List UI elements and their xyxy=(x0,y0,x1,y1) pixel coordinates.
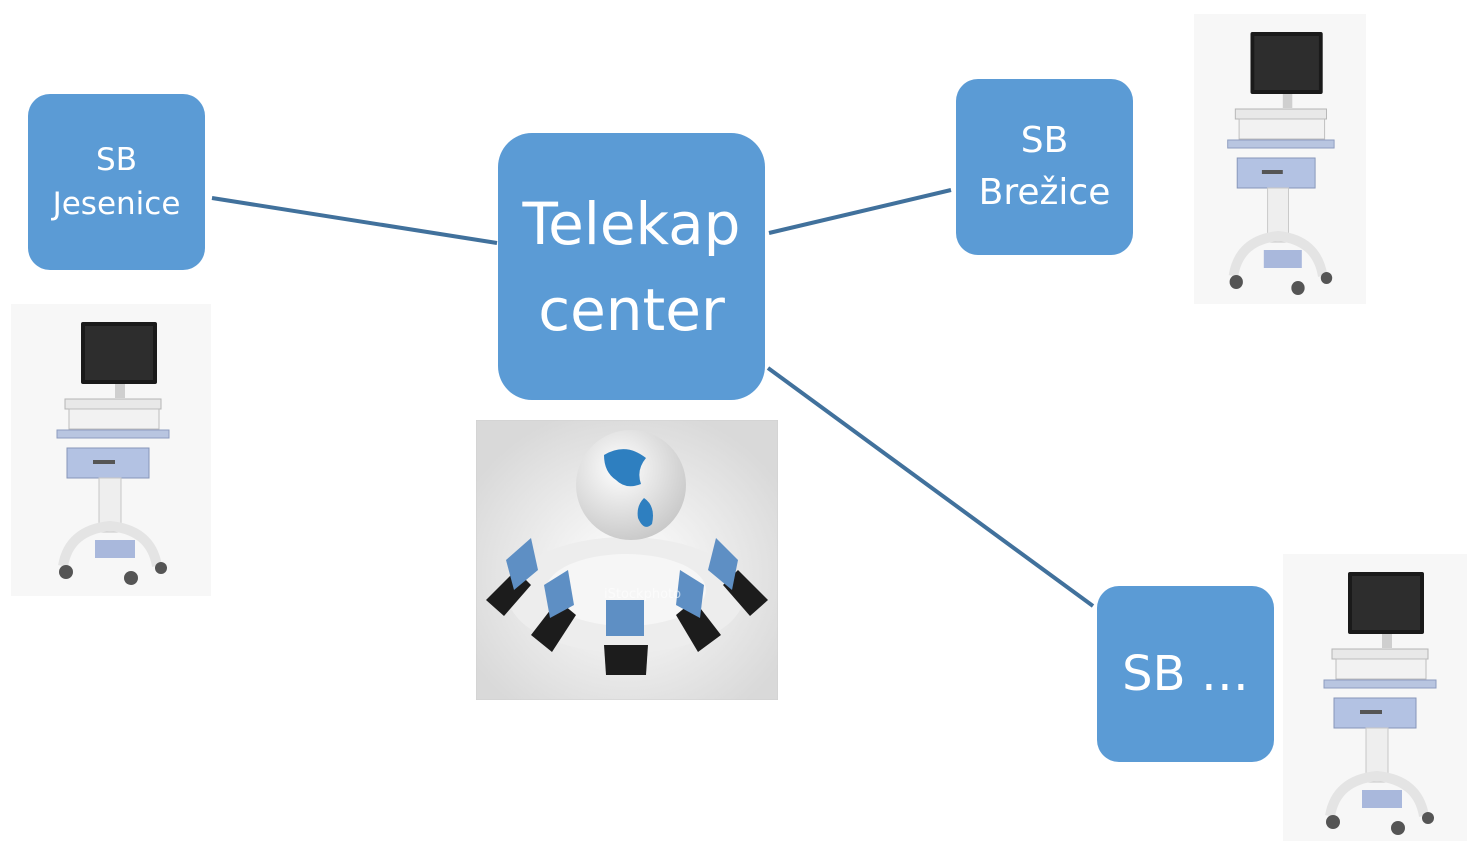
node-brezice-line1: SB xyxy=(1020,120,1069,161)
node-sb-brezice: SB Brežice xyxy=(956,79,1133,255)
node-brezice-line2: Brežice xyxy=(978,172,1111,213)
node-jesenice-line2: Jesenice xyxy=(52,186,181,222)
medical-cart-icon-top-right xyxy=(1194,14,1366,304)
connector-other xyxy=(766,366,1095,608)
node-other-label: SB … xyxy=(1122,646,1249,702)
node-center-line1: Telekap xyxy=(522,189,741,258)
globe-network-icon: iStockphoto xyxy=(476,420,778,700)
watermark-text: iStockphoto xyxy=(604,587,681,602)
medical-cart-icon-left xyxy=(11,304,211,596)
node-sb-jesenice: SB Jesenice xyxy=(28,94,205,270)
node-center-line2: center xyxy=(538,275,725,344)
node-telekap-center: Telekap center xyxy=(498,133,765,400)
node-sb-other: SB … xyxy=(1097,586,1274,762)
node-jesenice-line1: SB xyxy=(96,142,137,178)
medical-cart-icon-bottom-right xyxy=(1283,554,1467,841)
connector-brezice xyxy=(768,188,952,235)
connector-jesenice xyxy=(211,196,498,245)
